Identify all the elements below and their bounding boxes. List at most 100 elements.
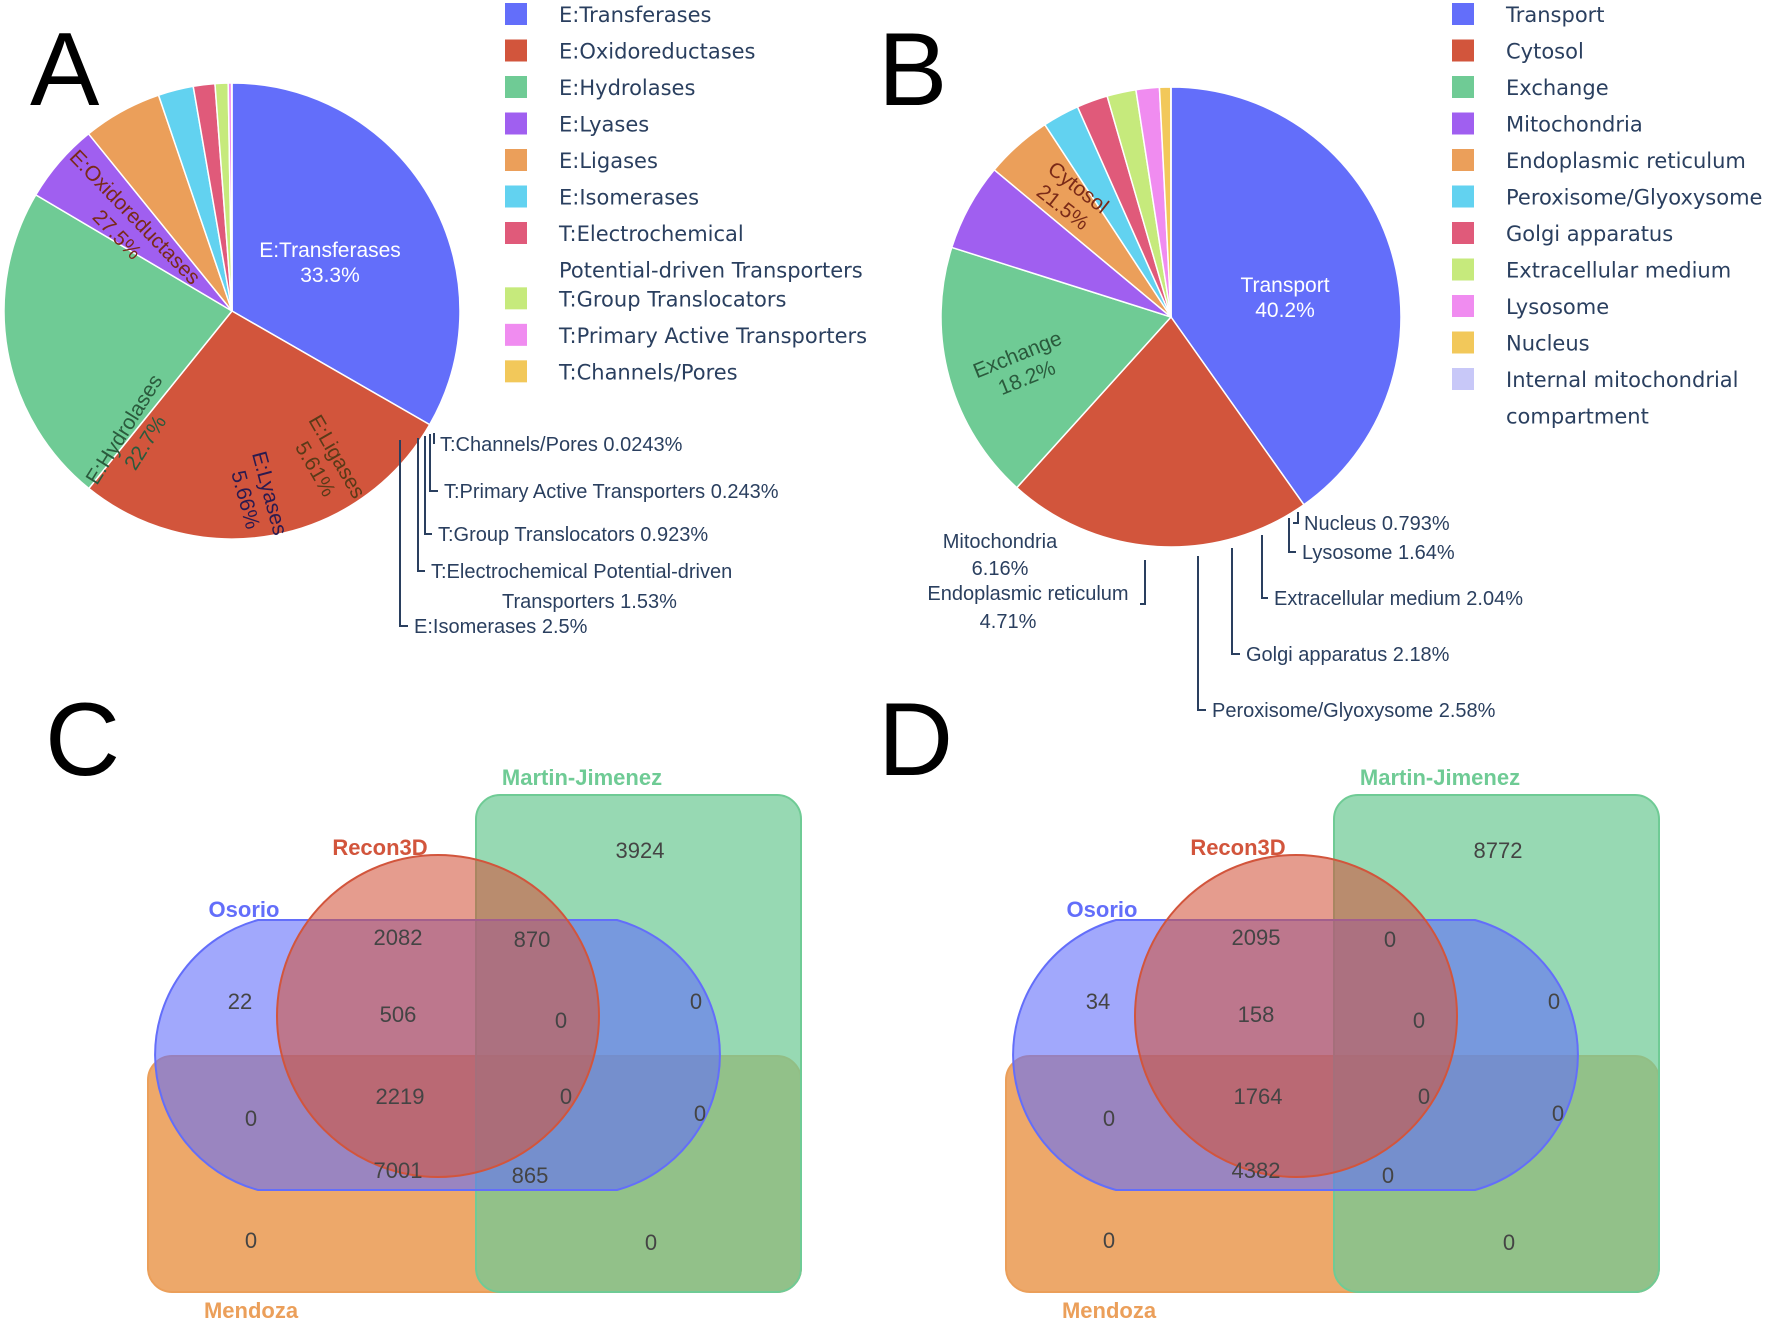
callout-group-translocators: T:Group Translocators 0.923% — [438, 524, 708, 546]
venn-d-count-martin-only: 8772 — [1474, 838, 1523, 863]
venn-d-count-osorio-recon: 158 — [1238, 1002, 1275, 1027]
pie-b-legend-swatch-transport — [1452, 3, 1474, 25]
venn-d-count-osorio-only: 34 — [1086, 989, 1110, 1014]
venn-d-count-martin-mendoza: 0 — [1503, 1230, 1515, 1255]
venn-d-count-center-top: 0 — [1413, 1008, 1425, 1033]
pie-b-legend-label: Peroxisome/Glyoxysome — [1506, 186, 1762, 210]
venn-d-count-osorio-martin: 0 — [1548, 989, 1560, 1014]
venn-d-count-right-mendoza: 0 — [1552, 1101, 1564, 1126]
pie-a-legend-label: E:Lyases — [559, 113, 649, 137]
pie-a-legend-swatch-e-oxidoreductases — [505, 39, 527, 62]
pie-b-legend-swatch-nucleus — [1452, 331, 1474, 354]
pie-b-legend-swatch-lysosome — [1452, 295, 1474, 317]
venn-c-title-mendoza: Mendoza — [204, 1298, 299, 1321]
panel-letter-b: B — [878, 12, 947, 128]
venn-d-title-martin-jimenez: Martin-Jimenez — [1360, 765, 1520, 790]
pie-a-legend-label: E:Hydrolases — [559, 76, 695, 100]
legend-b: TransportCytosolExchangeMitochondriaEndo… — [1452, 3, 1762, 429]
venn-d-count-center-right: 0 — [1418, 1084, 1430, 1109]
callout-lysosome: Lysosome 1.64% — [1302, 542, 1455, 564]
callout-peroxisome: Peroxisome/Glyoxysome 2.58% — [1212, 700, 1496, 722]
pie-a-legend-label: E:Oxidoreductases — [559, 40, 756, 64]
venn-d-set-recon3d — [1134, 854, 1458, 1178]
callout-nucleus: Nucleus 0.793% — [1304, 513, 1450, 535]
callout-extracellular: Extracellular medium 2.04% — [1274, 588, 1523, 610]
legend-a: E:TransferasesE:OxidoreductasesE:Hydrola… — [505, 3, 867, 384]
venn-c-count-mendoza-only: 0 — [245, 1228, 257, 1253]
venn-c-count-recon-mendoza: 7001 — [374, 1158, 423, 1183]
venn-c-set-recon3d — [276, 854, 600, 1178]
venn-c-count-center-right: 0 — [560, 1084, 572, 1109]
pie-a-legend-swatch-t-channels-pores — [505, 360, 527, 383]
callout-isomerases: E:Isomerases 2.5% — [414, 616, 588, 638]
callout-electrochemical-1: T:Electrochemical Potential-driven — [431, 561, 732, 583]
venn-d-title-recon3d: Recon3D — [1190, 835, 1285, 860]
pie-a-legend-label: T:Channels/Pores — [558, 360, 738, 384]
pie-a-legend-label: T:Electrochemical — [558, 222, 744, 246]
pie-a-legend-label: T:Primary Active Transporters — [558, 324, 867, 348]
pie-b-legend-swatch-cytosol — [1452, 39, 1474, 62]
pie-a-slice-e-transferases — [231, 82, 461, 426]
panel-letter-d: D — [878, 682, 953, 798]
pie-a-legend-label: E:Transferases — [559, 3, 711, 27]
pie-b-legend-label: compartment — [1506, 405, 1649, 429]
callout-er-1: Endoplasmic reticulum — [927, 583, 1128, 605]
pie-b-legend-swatch-exchange — [1452, 76, 1474, 98]
venn-d-title-osorio: Osorio — [1067, 897, 1138, 922]
venn-d-count-mendoza-only: 0 — [1103, 1228, 1115, 1253]
venn-c-count-osorio-recon: 506 — [380, 1002, 417, 1027]
callout-golgi: Golgi apparatus 2.18% — [1246, 644, 1450, 666]
venn-d-count-center: 1764 — [1234, 1084, 1283, 1109]
panel-letter-a: A — [30, 12, 100, 128]
pie-a-legend-swatch-e-ligases — [505, 149, 527, 171]
venn-c-count-recon3d-only: 2082 — [374, 925, 423, 950]
callout-channels-pores: T:Channels/Pores 0.0243% — [440, 434, 683, 456]
pie-b-legend-label: Mitochondria — [1506, 113, 1643, 137]
callouts-b: Nucleus 0.793% Lysosome 1.64% Extracellu… — [927, 512, 1523, 722]
pie-b-slice-cytosol — [1015, 315, 1305, 548]
venn-c-count-martin-only: 3924 — [616, 838, 665, 863]
pie-b-legend-label: Endoplasmic reticulum — [1506, 149, 1746, 173]
venn-c-count-center-top: 0 — [555, 1008, 567, 1033]
pie-b-legend-swatch-extracellular-medium — [1452, 258, 1474, 281]
venn-c-title-osorio: Osorio — [209, 897, 280, 922]
pie-a-legend-swatch-e-lyases — [505, 112, 527, 135]
venn-d-title-mendoza: Mendoza — [1062, 1298, 1157, 1321]
callout-electrochemical-2: Transporters 1.53% — [502, 591, 677, 613]
callout-mitochondria-1: Mitochondria — [943, 531, 1058, 553]
venn-d-count-recon-mendoza: 4382 — [1232, 1158, 1281, 1183]
venn-diagram-c: OsorioRecon3DMartin-JimenezMendoza222082… — [147, 765, 802, 1321]
pie-b-legend-label: Lysosome — [1506, 295, 1609, 319]
venn-c-count-osorio-mendoza: 0 — [245, 1106, 257, 1131]
pie-b-slice-transport — [1170, 86, 1402, 506]
pie-b-legend-label: Internal mitochondrial — [1506, 368, 1739, 392]
venn-c-count-martin-mendoza: 0 — [645, 1230, 657, 1255]
pie-b-legend-swatch-mitochondria — [1452, 112, 1474, 135]
pie-b-legend-label: Nucleus — [1506, 332, 1590, 356]
venn-d-count-recon-martin-mendoza: 0 — [1382, 1163, 1394, 1188]
pie-a-legend-label: E:Isomerases — [559, 186, 699, 210]
venn-c-count-osorio-martin: 0 — [690, 989, 702, 1014]
pie-a-legend-swatch-t-group-translocators — [505, 287, 527, 310]
venn-d-count-recon3d-only: 2095 — [1232, 925, 1281, 950]
pie-b-legend-label: Transport — [1505, 3, 1605, 27]
pie-a-legend-swatch-e-hydrolases — [505, 76, 527, 98]
venn-c-count-right-mendoza: 0 — [694, 1101, 706, 1126]
venn-d-count-osorio-mendoza: 0 — [1103, 1106, 1115, 1131]
pie-b-legend-label: Cytosol — [1506, 40, 1584, 64]
venn-d-count-recon-martin: 0 — [1384, 927, 1396, 952]
pie-b-slice-exchange — [940, 246, 1173, 489]
callouts-a: T:Channels/Pores 0.0243% T:Primary Activ… — [399, 433, 779, 638]
callout-er-2: 4.71% — [980, 611, 1037, 633]
pie-a-legend-swatch-e-isomerases — [505, 185, 527, 208]
pie-a-legend-label: T:Group Translocators — [558, 287, 786, 311]
venn-c-title-martin-jimenez: Martin-Jimenez — [502, 765, 662, 790]
pie-a-legend-swatch-e-transferases — [505, 3, 527, 25]
panel-letter-c: C — [45, 682, 120, 798]
pie-a-legend-swatch-t-electrochemical-potential-driven-transporters — [505, 222, 527, 244]
